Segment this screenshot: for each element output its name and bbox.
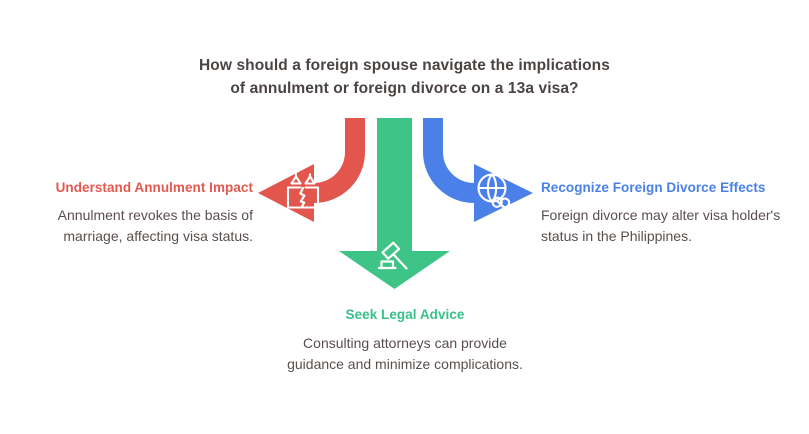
- page-title: How should a foreign spouse navigate the…: [0, 54, 809, 100]
- gavel-icon: [377, 241, 408, 270]
- page-title-line-2: of annulment or foreign divorce on a 13a…: [230, 80, 579, 97]
- broken-marriage-icon: [286, 173, 320, 209]
- branch-left: Understand Annulment Impact Annulment re…: [8, 179, 253, 247]
- page-title-line-1: How should a foreign spouse navigate the…: [199, 57, 610, 74]
- arrow-right-blue-shape: [423, 118, 533, 222]
- branch-left-body: Annulment revokes the basis of marriage,…: [57, 207, 253, 244]
- arrow-left-red-shape: [258, 118, 365, 222]
- arrow-left-red: [258, 118, 365, 222]
- branch-left-heading: Understand Annulment Impact: [55, 180, 253, 195]
- branch-right: Recognize Foreign Divorce Effects Foreig…: [541, 179, 803, 247]
- globe-broken-link-icon: [477, 173, 511, 211]
- branch-bottom: Seek Legal Advice Consulting attorneys c…: [282, 306, 528, 375]
- arrow-right-blue: [423, 118, 533, 222]
- arrow-down-green: [339, 118, 450, 289]
- arrow-down-green-shape: [339, 118, 450, 289]
- branch-right-body: Foreign divorce may alter visa holder's …: [541, 207, 781, 244]
- branch-right-heading: Recognize Foreign Divorce Effects: [541, 180, 766, 195]
- branch-bottom-heading: Seek Legal Advice: [345, 307, 465, 322]
- branch-bottom-body: Consulting attorneys can provide guidanc…: [287, 335, 523, 372]
